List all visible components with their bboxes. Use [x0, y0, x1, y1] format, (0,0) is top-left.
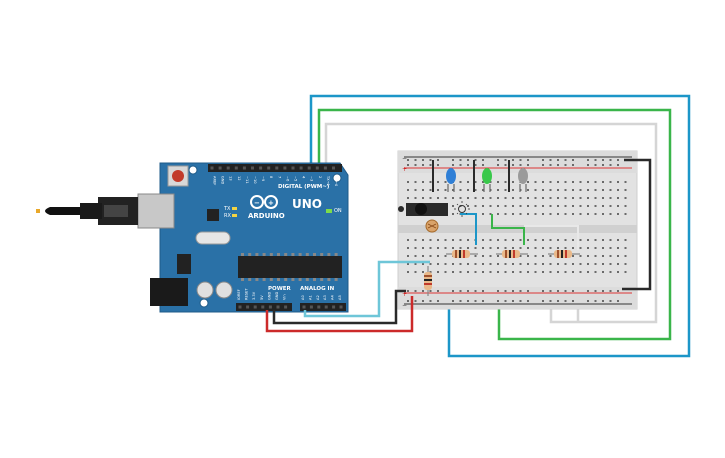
blue-jumper[interactable]	[460, 213, 477, 245]
analog-label: ANALOG IN	[300, 286, 335, 292]
digital-pin-label: RX←0	[334, 176, 338, 187]
digital-pin-label: 2	[318, 176, 322, 178]
green-wire[interactable]	[317, 108, 672, 341]
digital-pin-label: ~10	[253, 176, 257, 184]
digital-pin-label: 4	[302, 176, 306, 179]
analog-pin-label: A0	[301, 295, 305, 300]
svg-text:−: −	[402, 155, 407, 162]
analog-pin-label: A3	[323, 295, 327, 300]
resistor-3[interactable]	[548, 250, 580, 258]
resistor-4[interactable]	[424, 266, 432, 296]
resistor-2[interactable]	[496, 250, 528, 258]
digital-pin-label: AREF	[213, 176, 217, 185]
svg-text:−: −	[402, 302, 407, 309]
red-wire-5v[interactable]	[265, 296, 414, 333]
digital-label: DIGITAL (PWM~)	[278, 184, 330, 190]
led-green[interactable]	[482, 168, 492, 192]
photoresistor[interactable]	[425, 219, 439, 233]
svg-text:+: +	[402, 166, 407, 173]
resistor-1[interactable]	[446, 250, 478, 258]
digital-pin-label: 12	[237, 176, 241, 181]
light-sensor-icon	[454, 201, 470, 217]
power-pin-label: 3.3V	[252, 291, 256, 300]
breadboard: − + + −	[397, 150, 638, 310]
analog-pin-label: A1	[308, 295, 312, 300]
blue-wire[interactable]	[309, 94, 691, 358]
digital-pin-label: GND	[221, 176, 225, 184]
analog-pin-label: A2	[316, 295, 320, 300]
digital-pin-label: ~3	[310, 176, 314, 181]
pushbutton[interactable]	[398, 203, 448, 216]
digital-pin-label: ~11	[245, 176, 249, 184]
model-label: UNO	[292, 197, 322, 211]
black-wire-right[interactable]	[622, 158, 652, 291]
green-jumper[interactable]	[491, 214, 525, 245]
usb-cable[interactable]	[36, 197, 138, 225]
analog-pin-label: A5	[338, 295, 342, 300]
atmega-chip	[238, 256, 342, 278]
digital-pin-label: 13	[229, 176, 233, 181]
power-jack[interactable]	[150, 278, 188, 306]
digital-pin-label: ~6	[285, 176, 289, 182]
svg-text:+: +	[402, 291, 407, 298]
digital-pin-label: 8	[269, 176, 273, 179]
brand-label: ARDUINO	[248, 212, 285, 220]
power-label: POWER	[268, 286, 292, 292]
led-blue[interactable]	[446, 168, 456, 192]
tx-label: TX	[223, 206, 231, 212]
digital-pin-label: ~5	[294, 176, 298, 181]
gray-jumper[interactable]	[524, 225, 579, 250]
svg-text:+: +	[268, 199, 274, 207]
digital-pin-label: TX→1	[326, 175, 330, 186]
cyan-wire-a0[interactable]	[303, 260, 430, 318]
rx-label: RX	[224, 213, 231, 219]
power-pin-label: 5V	[260, 295, 264, 300]
power-pin-label: Vin	[283, 294, 287, 300]
digital-pin-label: 7	[277, 176, 281, 178]
svg-text:−: −	[254, 199, 260, 207]
power-pin-label: GND	[267, 292, 271, 300]
black-wire-gnd[interactable]	[272, 289, 406, 325]
on-label: ON	[334, 208, 342, 214]
digital-pin-label: ~9	[261, 176, 265, 182]
power-pin-label: RESET	[245, 288, 249, 300]
arduino-logo: − +	[250, 195, 278, 209]
arduino-uno-board[interactable]: − + ARDUINO UNO DIGITAL (PWM~) ANALOG IN…	[137, 162, 349, 313]
led-gray[interactable]	[518, 168, 528, 192]
power-pin-label: GND	[275, 292, 279, 300]
usb-port[interactable]	[137, 193, 175, 229]
power-pin-label: IOREF	[237, 289, 241, 300]
analog-pin-label: A4	[331, 295, 335, 300]
reset-button[interactable]	[172, 170, 184, 182]
